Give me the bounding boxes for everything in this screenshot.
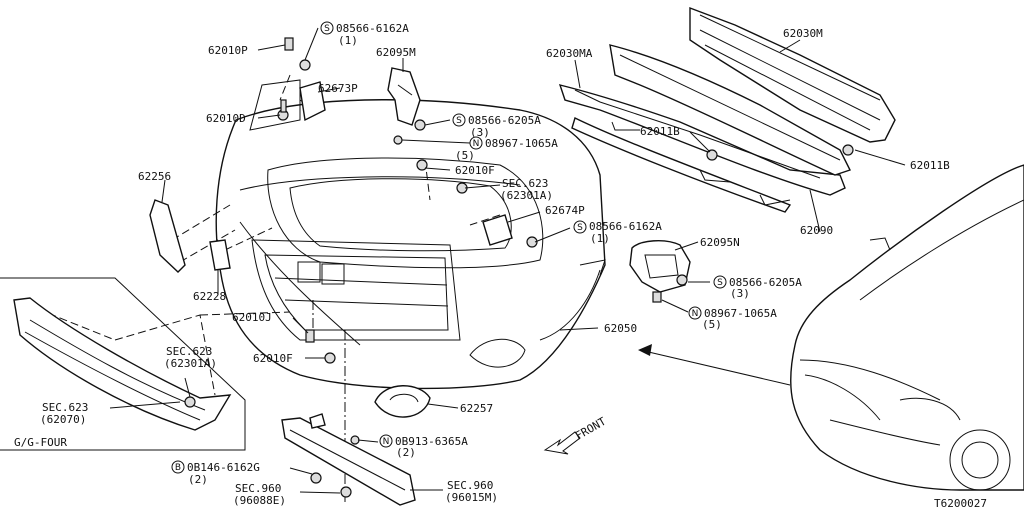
- part-label: (1): [590, 232, 610, 245]
- svg-text:S: S: [456, 116, 462, 126]
- part-label: 08566-6162A: [589, 220, 662, 233]
- part-label: 62011B: [910, 159, 950, 172]
- part-label: SEC.623: [166, 345, 212, 358]
- bracket-62674P: [482, 214, 513, 246]
- part-label: 62011B: [640, 125, 680, 138]
- svg-text:N: N: [383, 437, 390, 447]
- part-label: 08967-1065A: [485, 137, 558, 150]
- bumper-reinforcement: [558, 84, 846, 213]
- svg-text:B: B: [175, 463, 181, 473]
- front-direction-arrow: [543, 344, 791, 455]
- fasteners: [184, 37, 854, 498]
- part-label: (62301A): [500, 189, 553, 202]
- callout-leaders: [109, 27, 906, 494]
- fog-lamp-bracket-right: [629, 240, 691, 293]
- part-label: 08566-6162A: [336, 22, 409, 35]
- screw-symbol: S: [452, 113, 466, 127]
- part-label: 62090: [800, 224, 833, 237]
- diagram-code: T6200027: [934, 497, 987, 510]
- part-label: (5): [702, 318, 722, 331]
- part-label: SEC.960: [235, 482, 281, 495]
- part-label: 62673P: [318, 82, 358, 95]
- nut-symbol: N: [688, 306, 702, 320]
- part-labels: 62010P 08566-6162A (1) 62673P 62095M 085…: [14, 22, 987, 510]
- part-label: 62010F: [455, 164, 495, 177]
- side-bracket-62256: [149, 199, 186, 273]
- nut-symbol: N: [379, 434, 393, 448]
- fog-lamp-bracket-left: [387, 67, 421, 126]
- part-label: 62010F: [253, 352, 293, 365]
- svg-text:N: N: [692, 309, 699, 319]
- part-label: 62228: [193, 290, 226, 303]
- part-label: (2): [188, 473, 208, 486]
- energy-absorber-62030M: [609, 6, 896, 176]
- part-label: 62257: [460, 402, 493, 415]
- clip-62228: [209, 239, 231, 271]
- screw-symbol: S: [320, 21, 334, 35]
- part-label: (96015M): [445, 491, 498, 504]
- part-label: 62030M: [783, 27, 823, 40]
- part-label: SEC.623: [42, 401, 88, 414]
- part-label: SEC.623: [502, 177, 548, 190]
- svg-text:S: S: [577, 223, 583, 233]
- part-label: (62301A): [164, 357, 217, 370]
- part-label: 62010P: [208, 44, 248, 57]
- car-silhouette: [789, 164, 1024, 491]
- variant-label: G/G-FOUR: [14, 436, 67, 449]
- part-label: 62050: [604, 322, 637, 335]
- part-label: 0B913-6365A: [395, 435, 468, 448]
- screw-symbol: S: [713, 275, 727, 289]
- part-label: 62030MA: [546, 47, 593, 60]
- svg-text:S: S: [324, 24, 330, 34]
- part-label: 62010D: [206, 112, 246, 125]
- lower-absorber: [281, 413, 416, 506]
- part-label: (5): [455, 149, 475, 162]
- nut-symbol: N: [469, 136, 483, 150]
- part-label: 62010J: [232, 311, 272, 324]
- part-label: 08566-6205A: [729, 276, 802, 289]
- part-label: (1): [338, 34, 358, 47]
- part-label: (62070): [40, 413, 86, 426]
- part-label: 62095N: [700, 236, 740, 249]
- under-cover-inset: [0, 277, 246, 451]
- fog-finisher-62257: [374, 385, 431, 418]
- part-label: 62095M: [376, 46, 416, 59]
- part-label: 08566-6205A: [468, 114, 541, 127]
- screw-symbol: S: [573, 220, 587, 234]
- bolt-symbol: B: [171, 460, 185, 474]
- part-label: 0B146-6162G: [187, 461, 260, 474]
- part-label: 08967-1065A: [704, 307, 777, 320]
- part-label: (96088E): [233, 494, 286, 507]
- part-label: (2): [396, 446, 416, 459]
- svg-text:S: S: [717, 278, 723, 288]
- part-label: (3): [730, 287, 750, 300]
- svg-text:N: N: [473, 139, 480, 149]
- front-label: FRONT: [573, 415, 609, 443]
- part-label: 62256: [138, 170, 171, 183]
- part-label: 62674P: [545, 204, 585, 217]
- front-bumper-fascia: [215, 79, 606, 390]
- part-label: (3): [470, 126, 490, 139]
- part-label: SEC.960: [447, 479, 493, 492]
